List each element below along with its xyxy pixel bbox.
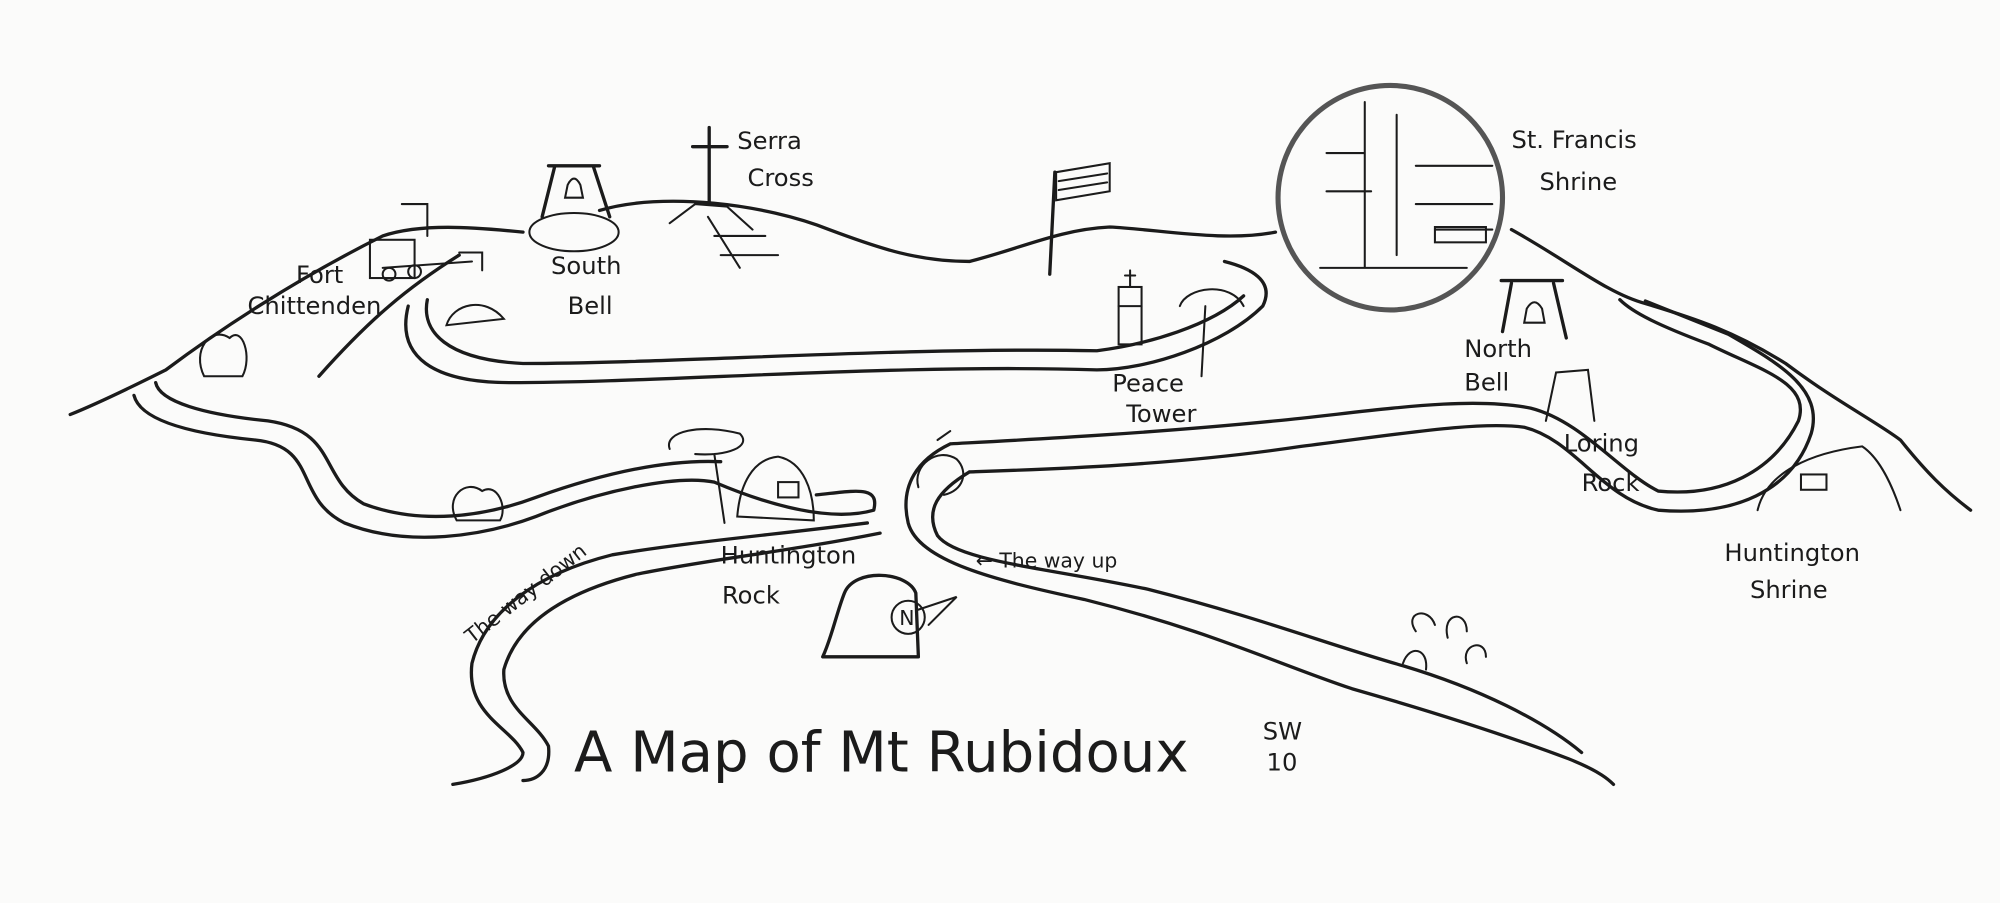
signature-initials: SW [1263, 718, 1302, 746]
signature-year: 10 [1267, 748, 1298, 776]
label-north-bell-1: North [1464, 335, 1532, 363]
label-st-francis-1: St. Francis [1511, 126, 1636, 154]
compass-icon: N [821, 573, 958, 659]
label-huntington-rock-2: Rock [722, 581, 780, 609]
label-south-bell-2: Bell [568, 292, 613, 320]
map-title: A Map of Mt Rubidoux [574, 721, 1189, 786]
label-south-bell-1: South [551, 252, 621, 280]
peace-tower-icon [1117, 269, 1143, 346]
flag-icon [1048, 162, 1111, 276]
label-peace-tower-2: Tower [1125, 400, 1196, 428]
label-huntington-shrine-1: Huntington [1724, 539, 1860, 567]
huntington-rock-icon [736, 455, 815, 522]
label-north-bell-2: Bell [1464, 368, 1509, 396]
mountain-ridge [68, 199, 1973, 512]
trail-way-up [904, 298, 1815, 787]
loring-rock-icon [1544, 368, 1596, 422]
label-st-francis-2: Shrine [1540, 168, 1618, 196]
north-bell-icon [1499, 278, 1568, 340]
label-loring-rock-2: Rock [1582, 469, 1640, 497]
trees [199, 288, 1487, 671]
serra-cross-icon [668, 125, 780, 269]
south-bell-icon [528, 164, 620, 253]
compass-north-label: N [899, 606, 914, 630]
label-loring-rock-1: Loring [1564, 430, 1639, 458]
rocks [445, 303, 1902, 522]
label-way-up: ← The way up [976, 549, 1118, 573]
st-francis-shrine-illustration [1275, 82, 1506, 313]
label-fort-chittenden-1: Fort [296, 261, 343, 289]
label-huntington-shrine-2: Shrine [1750, 576, 1828, 604]
label-serra-cross-1: Serra [737, 127, 802, 155]
label-fort-chittenden-2: Chittenden [248, 292, 382, 320]
label-peace-tower-1: Peace [1112, 370, 1184, 398]
summit-loop-road [404, 259, 1268, 385]
huntington-shrine-icon [1756, 445, 1902, 512]
label-huntington-rock-1: Huntington [721, 542, 857, 570]
trail-way-down [132, 380, 882, 787]
label-serra-cross-2: Cross [747, 164, 813, 192]
fort-chittenden-icon [368, 203, 484, 282]
